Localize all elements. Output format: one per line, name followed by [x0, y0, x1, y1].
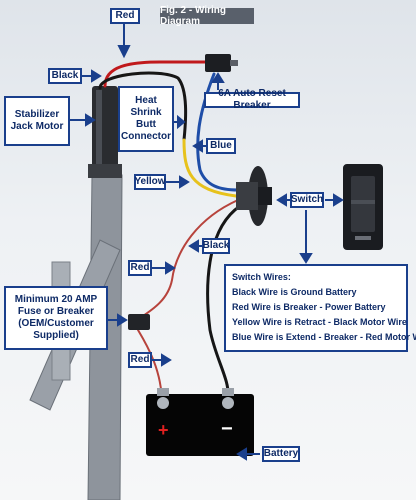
battery [146, 388, 254, 456]
figure-title: Fig. 2 - Wiring Diagram [160, 5, 254, 27]
battery-negative-symbol: − [221, 418, 233, 440]
label-red-mid: Red [128, 260, 152, 276]
red-wire-switch [139, 199, 239, 319]
label-heat-shrink-connector: Heat Shrink Butt Connector [118, 86, 174, 152]
rocker-switch [343, 164, 383, 250]
fuse-connector [128, 314, 150, 330]
label-switch: Switch [290, 192, 324, 208]
black-wire-battery [206, 204, 242, 400]
label-yellow: Yellow [134, 174, 166, 190]
label-fuse-breaker: Minimum 20 AMP Fuse or Breaker (OEM/Cust… [4, 286, 108, 350]
legend-heading: Switch Wires: [232, 272, 291, 282]
label-battery: Battery [262, 446, 300, 462]
switch-wires-legend: Switch Wires: Black Wire is Ground Batte… [224, 264, 416, 352]
battery-positive-symbol: + [158, 420, 169, 440]
switch-plug [236, 166, 272, 226]
label-6a-breaker: 6A Auto Reset Breaker [204, 88, 300, 111]
label-stabilizer-jack-motor: Stabilizer Jack Motor [4, 96, 70, 146]
label-blue: Blue [206, 138, 236, 154]
label-black: Black [48, 68, 82, 84]
breaker-6a [205, 54, 238, 72]
callout-pointers [70, 24, 344, 461]
black-wire-motor [98, 71, 188, 142]
label-red-bottom: Red [128, 352, 152, 368]
yellow-wire [182, 138, 238, 198]
legend-line-red: Red Wire is Breaker - Power Battery [232, 302, 386, 312]
label-red-top: Red [110, 8, 140, 24]
stabilizer-motor [88, 86, 122, 178]
legend-line-yellow: Yellow Wire is Retract - Black Motor Wir… [232, 317, 407, 327]
legend-line-black: Black Wire is Ground Battery [232, 287, 357, 297]
label-black-mid: Black [202, 238, 230, 254]
legend-line-blue: Blue Wire is Extend - Breaker - Red Moto… [232, 332, 416, 342]
